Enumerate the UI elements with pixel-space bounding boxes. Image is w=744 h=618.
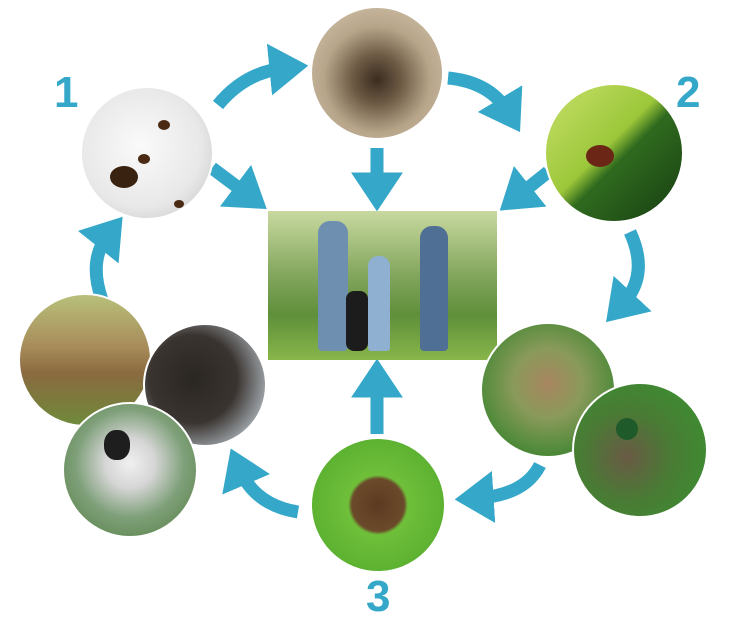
family-walking-in-park — [268, 211, 497, 360]
stage-number-2: 2 — [676, 68, 701, 117]
dog-figure — [346, 291, 368, 351]
tick-eggs-in-petri-dish — [80, 86, 214, 220]
stage-number-3: 3 — [366, 572, 391, 618]
tick-icon — [138, 154, 150, 164]
arrow-mouse-to-tick-leaf — [447, 71, 523, 133]
arrow-tick-leaf-to-center — [499, 165, 553, 211]
duck-head — [616, 418, 638, 440]
tick-icon — [174, 200, 184, 208]
tick-icon — [586, 145, 614, 167]
adult-tick — [310, 437, 446, 573]
tick-icon — [110, 166, 138, 188]
arrow-mammals-to-petri — [77, 216, 123, 303]
pointer-dog — [62, 402, 198, 538]
child-figure — [368, 256, 390, 351]
mallard-duck — [572, 382, 708, 518]
tick-icon — [158, 120, 170, 130]
person-figure — [318, 221, 348, 351]
arrow-tick-leaf-to-hare — [606, 229, 652, 323]
mouse-in-burrow — [310, 6, 444, 140]
dog-head — [104, 430, 130, 460]
arrow-duck-to-adult-tick — [454, 461, 546, 523]
stage-number-1: 1 — [54, 68, 79, 117]
person-figure — [420, 226, 448, 351]
arrow-adult-tick-to-mammals — [222, 448, 300, 519]
arrow-petri-to-center — [208, 162, 267, 210]
tick-on-leaf — [544, 83, 684, 223]
arrow-petri-to-mouse — [212, 43, 309, 110]
